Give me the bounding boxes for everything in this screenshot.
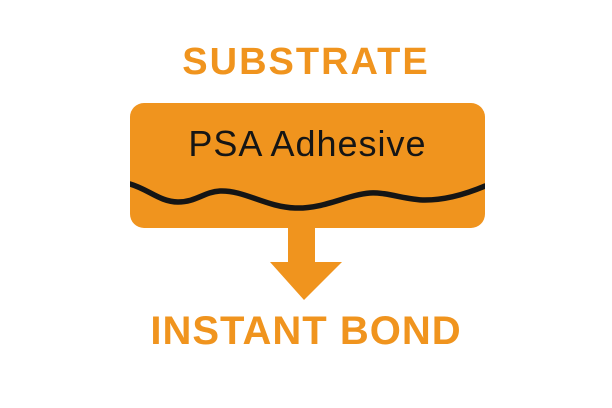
down-arrow-icon [270,226,342,300]
instant-bond-label: INSTANT BOND [150,309,462,353]
substrate-label: SUBSTRATE [182,41,430,83]
wavy-bond-line-icon [130,181,485,211]
adhesive-block: PSA Adhesive [130,103,485,228]
adhesive-label: PSA Adhesive [188,123,427,164]
